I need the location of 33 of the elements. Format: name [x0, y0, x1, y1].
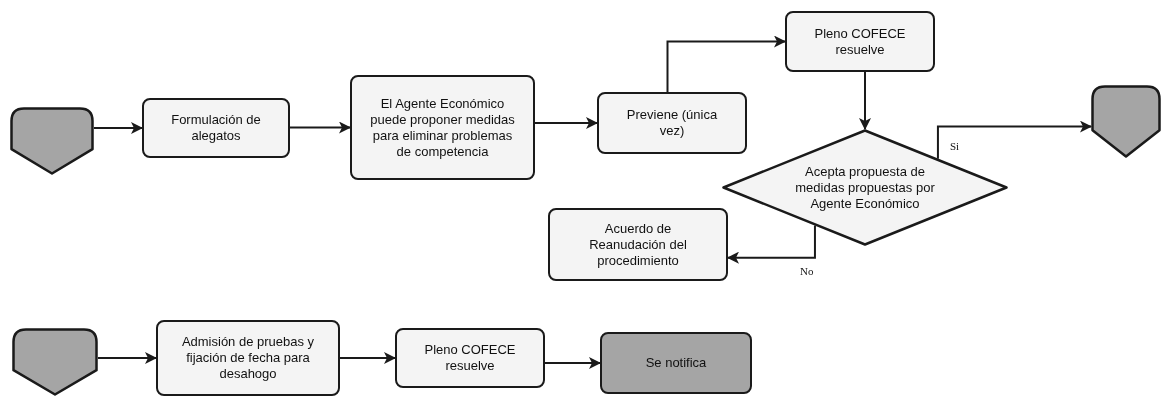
arrow: [93, 122, 143, 134]
node-text: Formulación de alegatos: [170, 112, 262, 144]
arrow: [289, 121, 351, 134]
process-box: [785, 11, 935, 72]
arrow: [936, 120, 1092, 160]
decision-diamond: [722, 129, 1008, 246]
arrow: [666, 35, 786, 93]
arrow: [727, 224, 816, 264]
node-text: El Agente Económico puede proponer medidas para eliminar problemas de competencia: [369, 95, 516, 160]
edge-label: No: [800, 265, 814, 277]
arrow: [859, 71, 871, 130]
node-text: Se notifica: [645, 355, 707, 371]
node-text: Acepta propuesta de medidas propuestas por Agente Económico: [794, 163, 936, 212]
process-box: [350, 75, 535, 180]
arrow: [97, 352, 157, 364]
node-text: Previene (única vez): [625, 107, 719, 139]
terminator-shape: [12, 328, 98, 396]
arrow: [544, 357, 601, 369]
node-text: Admisión de pruebas y fijación de fecha para desahogo: [180, 334, 316, 382]
node-text: Pleno COFECE resuelve: [423, 342, 517, 374]
arrow: [339, 352, 396, 364]
process-box: [600, 332, 752, 394]
process-box: [597, 92, 747, 154]
process-box: [395, 328, 545, 388]
terminator-shape: [1091, 85, 1161, 158]
terminator-shape: [10, 107, 94, 175]
node-text: Pleno COFECE resuelve: [813, 25, 907, 58]
edge-label: Si: [950, 140, 960, 152]
process-box: [142, 98, 290, 158]
arrow: [534, 117, 598, 129]
process-box: [156, 320, 340, 396]
process-box: [548, 208, 728, 281]
node-text: Acuerdo de Reanudación del procedimiento: [588, 220, 688, 269]
